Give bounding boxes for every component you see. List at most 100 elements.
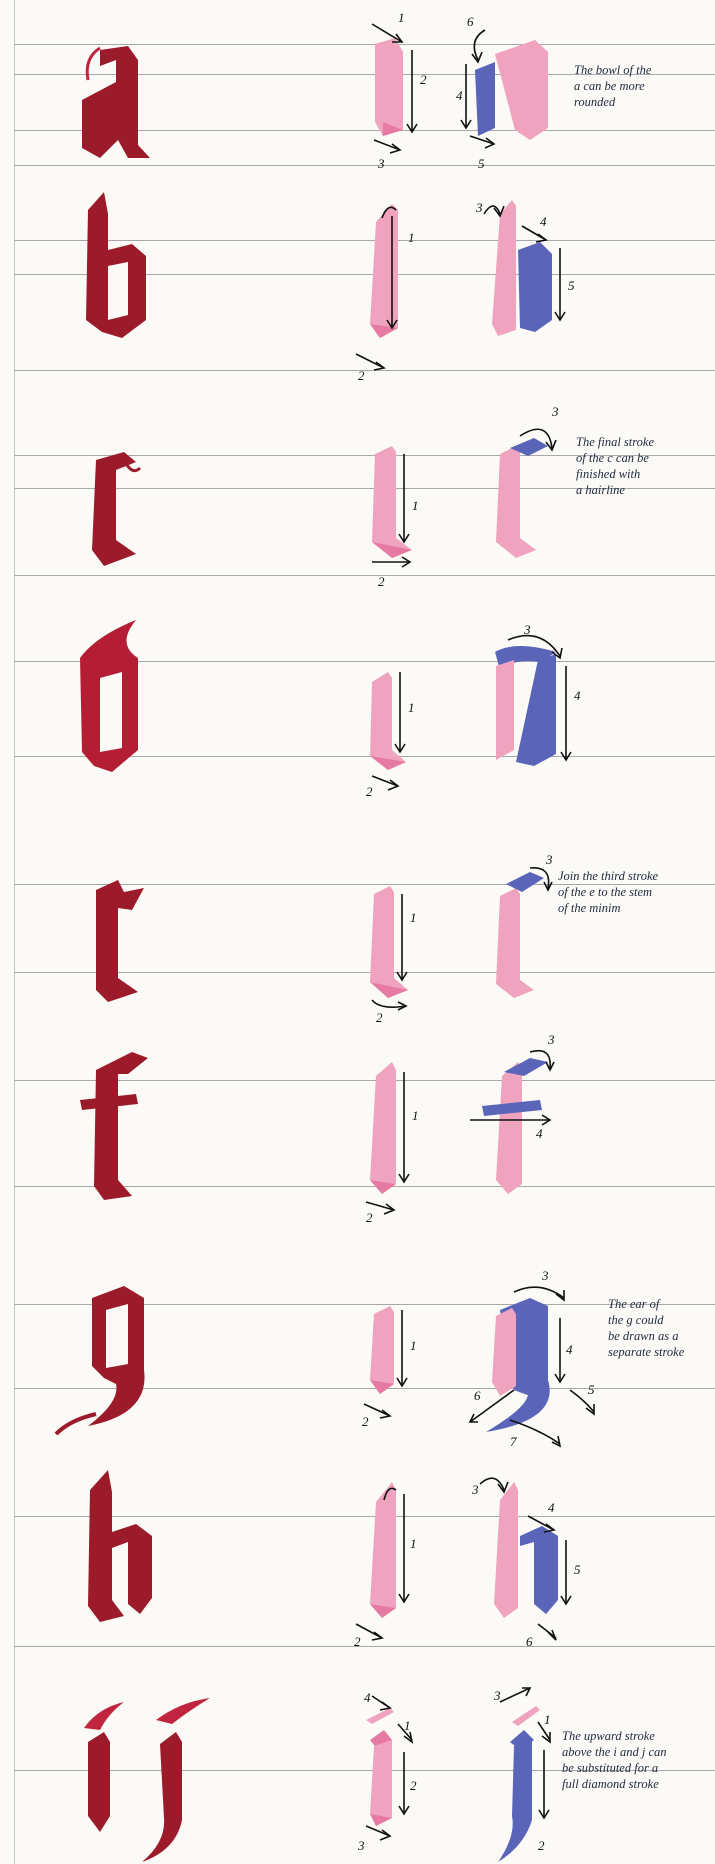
note-line: be substituted for a — [562, 1760, 667, 1776]
model-letter-e — [96, 880, 144, 1002]
stroke-step-pink-g — [370, 1306, 394, 1394]
stroke-step-blue-a — [475, 40, 548, 140]
note-line: of the minim — [558, 900, 658, 916]
stroke-number: 3 — [523, 622, 531, 637]
note-line: above the i and j can — [562, 1744, 667, 1760]
stroke-number: 3 — [541, 1268, 549, 1283]
stroke-number: 4 — [548, 1500, 555, 1515]
model-letter-j — [142, 1698, 210, 1862]
stroke-step-pink-f — [370, 1062, 396, 1194]
stroke-number: 2 — [362, 1414, 369, 1429]
letter-section-e: 1 2 3 Join the third stroke of the e to … — [0, 840, 715, 1020]
note-line: separate stroke — [608, 1344, 684, 1360]
stroke-number: 3 — [547, 1032, 555, 1047]
stroke-number: 2 — [376, 1010, 383, 1025]
stroke-number: 1 — [412, 1108, 419, 1123]
stroke-number: 3 — [545, 852, 553, 867]
stroke-number: 1 — [408, 700, 415, 715]
stroke-number: 3 — [357, 1838, 365, 1853]
letter-section-ij: 4 1 2 3 3 1 2 The upward stroke above th… — [0, 1650, 715, 1864]
letter-section-b: 1 2 3 4 5 — [0, 170, 715, 390]
stroke-number: 6 — [467, 14, 474, 29]
stroke-number: 2 — [538, 1838, 545, 1853]
stroke-number: 2 — [410, 1778, 417, 1793]
note-line: of the e to the stem — [558, 884, 658, 900]
letter-section-a: 1 2 3 6 4 5 The bowl of the a can be mor… — [0, 0, 715, 170]
model-letter-g — [56, 1286, 145, 1434]
stroke-number: 5 — [574, 1562, 581, 1577]
stroke-number: 2 — [420, 72, 427, 87]
stroke-number: 6 — [526, 1634, 533, 1649]
letter-section-h: 1 2 3 4 5 6 — [0, 1450, 715, 1650]
stroke-number: 1 — [410, 1338, 417, 1353]
note-line: of the c can be — [576, 450, 654, 466]
stroke-number: 1 — [410, 1536, 417, 1551]
stroke-step-pink-a — [375, 38, 403, 136]
model-letter-f — [80, 1052, 148, 1200]
stroke-number: 2 — [366, 1210, 373, 1225]
stroke-number: 4 — [566, 1342, 573, 1357]
stroke-number: 4 — [536, 1126, 543, 1141]
stroke-number: 1 — [398, 10, 405, 25]
model-letter-h — [88, 1470, 152, 1622]
note-line: Join the third stroke — [558, 868, 658, 884]
model-letter-b — [86, 192, 146, 338]
letter-section-d: 1 2 3 4 — [0, 600, 715, 800]
stroke-step-blue-g — [486, 1298, 550, 1432]
note-c: The final stroke of the c can be finishe… — [576, 434, 654, 498]
note-line: full diamond stroke — [562, 1776, 667, 1792]
stroke-number: 2 — [366, 784, 373, 799]
stroke-number: 1 — [412, 498, 419, 513]
stroke-number: 1 — [408, 230, 415, 245]
stroke-step-pink-c — [372, 446, 412, 558]
model-letter-a — [82, 46, 150, 158]
stroke-step-blue-d — [495, 646, 556, 766]
stroke-number: 1 — [404, 1718, 411, 1733]
stroke-step-blue-c — [496, 438, 548, 558]
note-line: The final stroke — [576, 434, 654, 450]
note-ij: The upward stroke above the i and j can … — [562, 1728, 667, 1792]
stroke-number: 5 — [478, 156, 485, 171]
stroke-number: 4 — [364, 1690, 371, 1705]
letter-section-g: 1 2 3 4 5 6 7 The ear of the g could be … — [0, 1250, 715, 1450]
stroke-number: 7 — [510, 1434, 517, 1449]
note-line: The bowl of the — [574, 62, 651, 78]
letter-e-diagram: 1 2 3 — [0, 840, 715, 1020]
stroke-arrows-g — [364, 1287, 594, 1446]
note-line: be drawn as a — [608, 1328, 684, 1344]
stroke-number: 5 — [588, 1382, 595, 1397]
stroke-number: 3 — [551, 404, 559, 419]
stroke-number: 4 — [574, 688, 581, 703]
stroke-step-pink-i — [366, 1708, 394, 1826]
stroke-number: 6 — [474, 1388, 481, 1403]
note-g: The ear of the g could be drawn as a sep… — [608, 1296, 684, 1360]
stroke-step-blue-e — [496, 872, 544, 998]
note-line: a can be more — [574, 78, 651, 94]
stroke-number: 4 — [456, 88, 463, 103]
stroke-number: 4 — [540, 214, 547, 229]
stroke-number: 2 — [354, 1634, 361, 1649]
note-line: the g could — [608, 1312, 684, 1328]
letter-f-diagram: 1 2 3 4 — [0, 1030, 715, 1230]
note-line: rounded — [574, 94, 651, 110]
note-line: The upward stroke — [562, 1728, 667, 1744]
stroke-number: 3 — [475, 200, 483, 215]
stroke-number: 3 — [377, 156, 385, 171]
letter-h-diagram: 1 2 3 4 5 6 — [0, 1450, 715, 1650]
stroke-number: 2 — [358, 368, 365, 383]
letter-section-f: 1 2 3 4 — [0, 1030, 715, 1230]
note-line: finished with — [576, 466, 654, 482]
model-letter-i — [84, 1702, 124, 1832]
note-a: The bowl of the a can be more rounded — [574, 62, 651, 110]
stroke-number: 2 — [378, 574, 385, 589]
letter-section-c: 1 2 3 The final stroke of the c can be f… — [0, 390, 715, 600]
model-letter-c — [92, 452, 140, 566]
stroke-number: 3 — [471, 1482, 479, 1497]
stroke-number: 1 — [544, 1712, 551, 1727]
note-e: Join the third stroke of the e to the st… — [558, 868, 658, 916]
note-line: The ear of — [608, 1296, 684, 1312]
stroke-number: 5 — [568, 278, 575, 293]
stroke-number: 1 — [410, 910, 417, 925]
stroke-step-blue-j — [498, 1706, 540, 1862]
note-line: a hairline — [576, 482, 654, 498]
